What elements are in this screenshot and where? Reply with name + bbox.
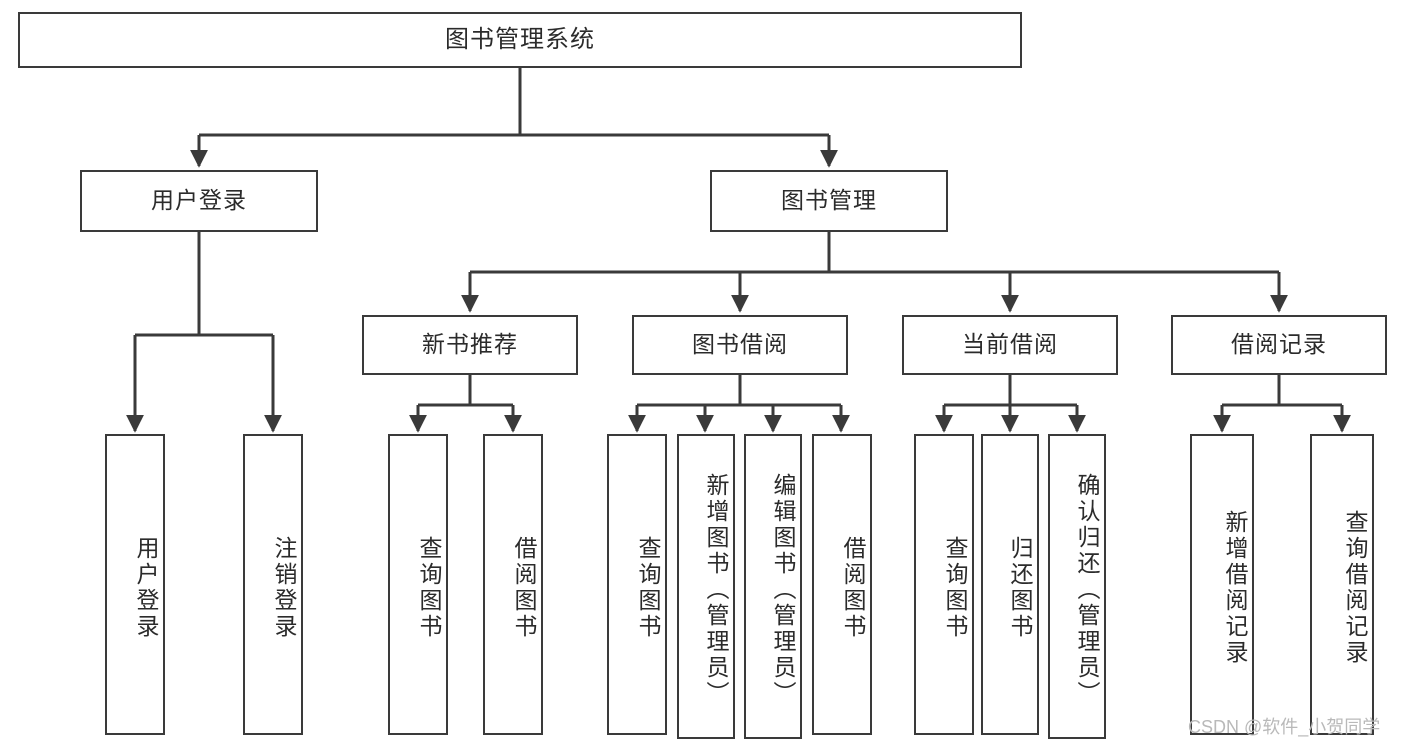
node-user-login-module[interactable]: 用户登录 xyxy=(80,170,318,232)
leaf-add-borrowing-record[interactable]: 新增借阅记录 xyxy=(1190,434,1254,735)
leaf-borrow-book-borrowing[interactable]: 借阅图书 xyxy=(812,434,872,735)
node-label: 查询图书 xyxy=(942,535,968,640)
node-label: 图书管理系统 xyxy=(445,25,595,53)
csdn-watermark: CSDN @软件_小贺同学 xyxy=(1188,717,1381,737)
node-label: 借阅图书 xyxy=(511,535,537,640)
node-label: 归还图书 xyxy=(1007,535,1033,640)
node-borrowing-records[interactable]: 借阅记录 xyxy=(1171,315,1387,375)
leaf-edit-book-admin[interactable]: 编辑图书（管理员） xyxy=(744,434,802,739)
node-book-management-module[interactable]: 图书管理 xyxy=(710,170,948,232)
node-label: 图书借阅 xyxy=(692,331,788,358)
node-label: 当前借阅 xyxy=(962,331,1058,358)
node-label: 新书推荐 xyxy=(422,331,518,358)
node-book-borrowing[interactable]: 图书借阅 xyxy=(632,315,848,375)
leaf-add-book-admin[interactable]: 新增图书（管理员） xyxy=(677,434,735,739)
leaf-return-book[interactable]: 归还图书 xyxy=(981,434,1039,735)
node-label: 借阅记录 xyxy=(1231,331,1327,358)
node-label: 用户登录 xyxy=(151,187,247,214)
leaf-borrow-book-recommendation[interactable]: 借阅图书 xyxy=(483,434,543,735)
leaf-user-login[interactable]: 用户登录 xyxy=(105,434,165,735)
node-label: 查询图书 xyxy=(416,535,442,640)
node-current-borrowing[interactable]: 当前借阅 xyxy=(902,315,1118,375)
node-label: 新增图书（管理员） xyxy=(703,472,729,707)
node-label: 图书管理 xyxy=(781,187,877,214)
node-new-book-recommendation[interactable]: 新书推荐 xyxy=(362,315,578,375)
node-label: 新增借阅记录 xyxy=(1222,509,1248,666)
leaf-query-book-recommendation[interactable]: 查询图书 xyxy=(388,434,448,735)
node-label: 确认归还（管理员） xyxy=(1074,472,1100,707)
node-label: 编辑图书（管理员） xyxy=(770,472,796,707)
node-label: 借阅图书 xyxy=(840,535,866,640)
leaf-confirm-return-admin[interactable]: 确认归还（管理员） xyxy=(1048,434,1106,739)
leaf-query-book-borrowing[interactable]: 查询图书 xyxy=(607,434,667,735)
leaf-query-book-current[interactable]: 查询图书 xyxy=(914,434,974,735)
leaf-query-borrowing-record[interactable]: 查询借阅记录 xyxy=(1310,434,1374,735)
node-root-book-management-system[interactable]: 图书管理系统 xyxy=(18,12,1022,68)
node-label: 用户登录 xyxy=(133,535,159,640)
node-label: 查询借阅记录 xyxy=(1342,509,1368,666)
leaf-logout[interactable]: 注销登录 xyxy=(243,434,303,735)
node-label: 查询图书 xyxy=(635,535,661,640)
node-label: 注销登录 xyxy=(271,535,297,640)
